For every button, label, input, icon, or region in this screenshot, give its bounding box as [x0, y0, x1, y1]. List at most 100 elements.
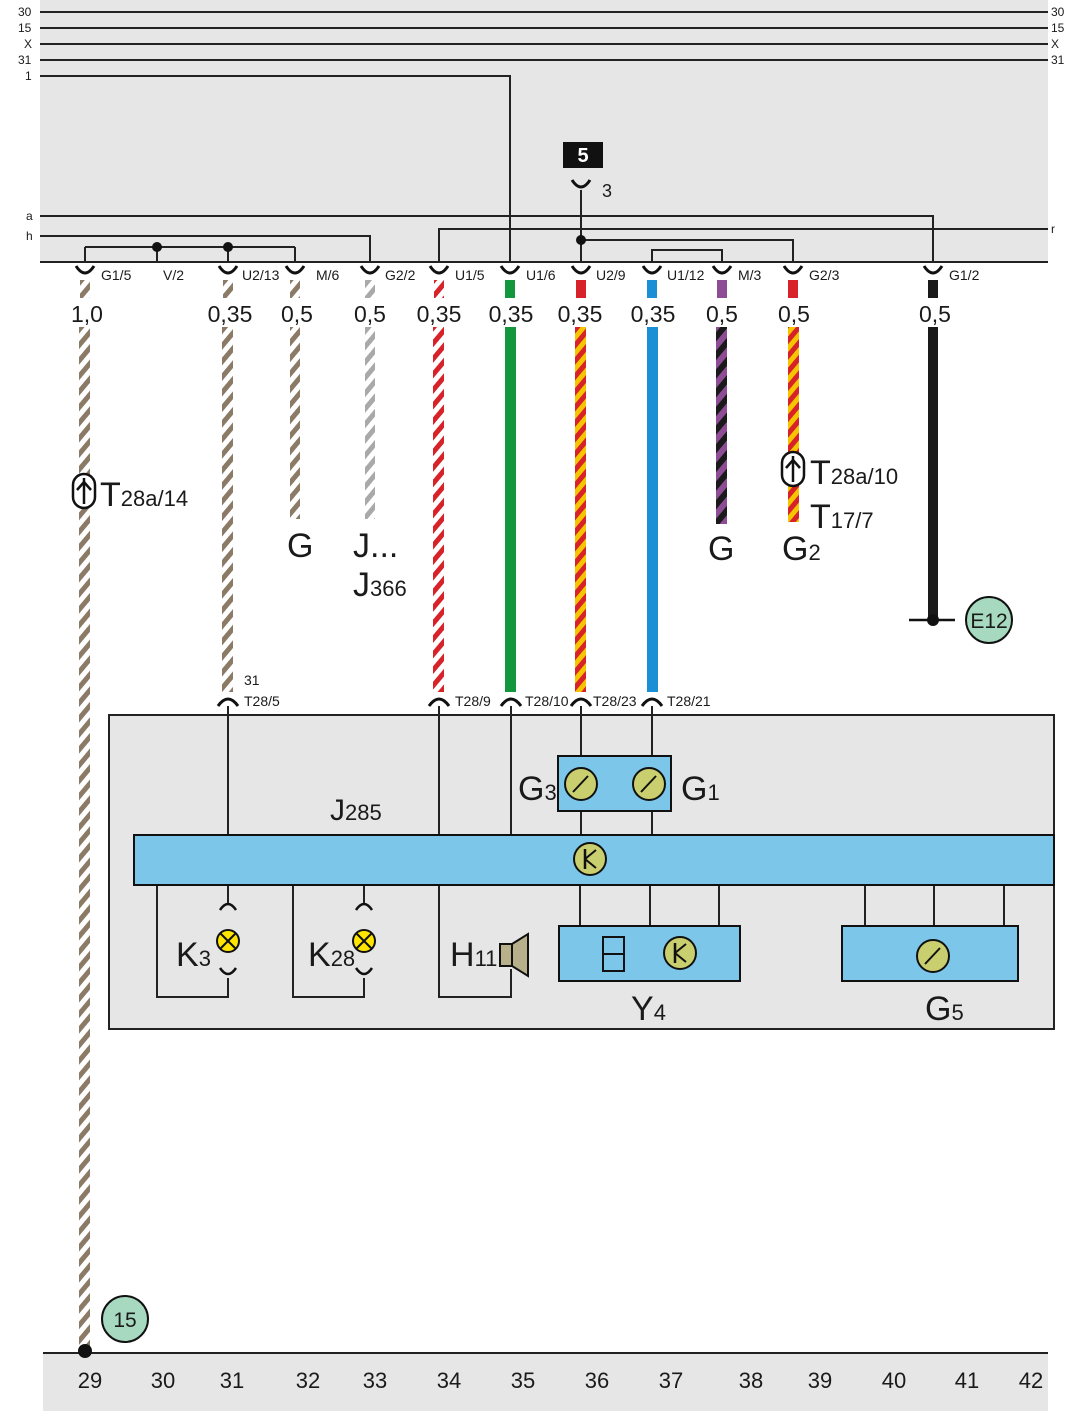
dest-j-dots: J...: [353, 527, 398, 565]
unit-sockets: [216, 697, 664, 707]
wire-gauge: 0,5: [778, 301, 810, 327]
gauge-dial-icon: [916, 939, 950, 973]
inline-connector-icon: [780, 450, 806, 488]
ground-point-e12: [965, 596, 1013, 644]
wire-gauge: 0,5: [919, 301, 951, 327]
dest-j366: J366: [353, 566, 407, 604]
pin-label: U2/9: [596, 267, 626, 283]
wire-black-41: [928, 327, 938, 620]
dest-g2: G2: [782, 530, 821, 568]
wire-gauge: 0,35: [558, 301, 603, 327]
wire-gauge: 1,0: [71, 301, 103, 327]
rail-label: 31: [18, 53, 32, 67]
transistor-icon: [663, 936, 697, 970]
gauge-dial-icon: [564, 767, 598, 801]
pin-label: G2/2: [385, 267, 416, 283]
column-number: 33: [363, 1368, 387, 1393]
wire-brown-31: [222, 327, 233, 692]
wire-red-34: [433, 327, 444, 692]
wire-violet-38: [716, 327, 727, 524]
display-module-y4: [558, 925, 741, 982]
wire-gauge: 0,35: [417, 301, 462, 327]
pin-label: U1/5: [455, 267, 485, 283]
column-number: 37: [659, 1368, 683, 1393]
column-number: 30: [151, 1368, 175, 1393]
column-number: 34: [437, 1368, 461, 1393]
connector-t28a14: T28a/14: [100, 476, 188, 514]
wire-green-35: [505, 327, 516, 692]
gauge-dial-icon: [632, 767, 666, 801]
column-number: 32: [296, 1368, 320, 1393]
transistor-icon: [573, 842, 607, 876]
power-rails: [40, 11, 1048, 263]
seven-segment-icon: [602, 936, 625, 972]
dest-g-left: G: [287, 527, 313, 565]
conn-pin-31: 31: [244, 672, 260, 688]
pin-label: U2/13: [242, 267, 280, 283]
wire-gauge: 0,5: [706, 301, 738, 327]
wire-gauge: 0,35: [208, 301, 253, 327]
wire-redyellow-36: [575, 327, 586, 692]
connector-label: T28/10: [525, 693, 569, 709]
column-number: 35: [511, 1368, 535, 1393]
rail-label: 30: [1051, 5, 1065, 19]
wire-gauge: 0,5: [281, 301, 313, 327]
inline-connector-icon: [71, 472, 97, 510]
side-label-a: a: [26, 209, 33, 223]
column-number: 38: [739, 1368, 763, 1393]
lamp-icon: [352, 929, 376, 953]
connector-t177: T17/7: [810, 498, 874, 536]
label-j285: J285: [330, 794, 382, 827]
label-y4: Y4: [631, 990, 666, 1028]
wire-gauge: 0,35: [489, 301, 534, 327]
buzzer-icon: [499, 932, 529, 978]
side-label-r: r: [1051, 222, 1055, 236]
wires: [79, 327, 938, 1352]
column-number: 41: [955, 1368, 979, 1393]
connection-label: 15: [113, 1309, 136, 1332]
wire-gauge: 0,35: [631, 301, 676, 327]
label-k3: K3: [176, 936, 211, 974]
pin-label: M/6: [316, 267, 340, 283]
wire-brown-32: [290, 327, 300, 519]
ground-label: E12: [970, 610, 1007, 633]
wire-stubs: [80, 280, 938, 298]
junction-dots: [152, 235, 586, 252]
side-label-h: h: [26, 229, 33, 243]
wire-grey-33: [365, 327, 375, 519]
junction-dot: [927, 614, 939, 626]
connector-t28a10: T28a/10: [810, 454, 898, 492]
ground-badge: [563, 142, 603, 168]
badge-label: 5: [577, 145, 588, 167]
wire-brown-29: [79, 327, 90, 1352]
pin-label: U1/12: [667, 267, 705, 283]
connector-label: T28/23: [593, 693, 637, 709]
pin-label: G1/5: [101, 267, 132, 283]
label-g1: G1: [681, 770, 720, 808]
column-number: 31: [220, 1368, 244, 1393]
pin-sockets: [74, 265, 944, 275]
column-number: 36: [585, 1368, 609, 1393]
wire-gauge: 0,5: [354, 301, 386, 327]
badge-socket-icon: [570, 179, 592, 189]
column-number: 42: [1019, 1368, 1043, 1393]
label-k28: K28: [308, 936, 355, 974]
unit-wiring: [156, 706, 1005, 998]
rail-label: 15: [18, 21, 32, 35]
rail-label: 30: [18, 5, 32, 19]
label-h11: H11: [450, 936, 497, 974]
lamp-k28-sockets: [354, 902, 374, 976]
connection-point-15: [101, 1295, 149, 1343]
top-panel: [40, 0, 1048, 262]
pin-label: G1/2: [949, 267, 980, 283]
label-g5: G5: [925, 990, 964, 1028]
column-numbers: 29 30 31 32 33 34 35 36 37 38 39 40 41 4…: [78, 1368, 1043, 1393]
column-number: 39: [808, 1368, 832, 1393]
pin-label: V/2: [163, 267, 184, 283]
lamp-icon: [216, 929, 240, 953]
column-bar: [43, 1353, 1048, 1411]
junction-dot: [78, 1344, 92, 1358]
wire-redyellow-39: [788, 327, 799, 522]
